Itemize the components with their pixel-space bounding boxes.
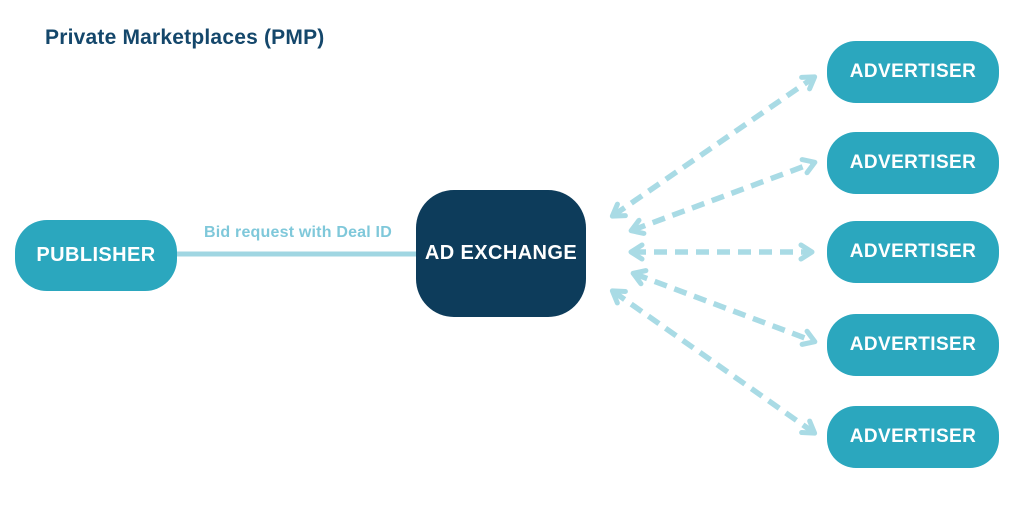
advertiser-label: ADVERTISER	[849, 426, 977, 447]
advertiser-node-1: ADVERTISER	[827, 41, 999, 103]
advertiser-label: ADVERTISER	[849, 241, 977, 262]
advertiser-node-4: ADVERTISER	[827, 314, 999, 376]
advertiser-node-5: ADVERTISER	[827, 406, 999, 468]
diagram-title: Private Marketplaces (PMP)	[45, 26, 325, 49]
publisher-node: PUBLISHER	[15, 220, 177, 291]
advertiser-label: ADVERTISER	[849, 152, 977, 173]
arrow-exchange-advertiser-2	[628, 157, 818, 236]
ad-exchange-node: AD EXCHANGE	[416, 190, 586, 317]
advertiser-label: ADVERTISER	[849, 334, 977, 355]
advertiser-node-3: ADVERTISER	[827, 221, 999, 283]
arrow-exchange-advertiser-1	[609, 74, 818, 219]
publisher-label: PUBLISHER	[36, 244, 156, 266]
arrow-exchange-advertiser-5	[609, 288, 818, 436]
arrow-exchange-advertiser-4	[630, 268, 818, 347]
bid-request-label: Bid request with Deal ID	[204, 224, 392, 241]
ad-exchange-label: AD EXCHANGE	[424, 242, 578, 264]
advertiser-label: ADVERTISER	[849, 61, 977, 82]
advertiser-node-2: ADVERTISER	[827, 132, 999, 194]
